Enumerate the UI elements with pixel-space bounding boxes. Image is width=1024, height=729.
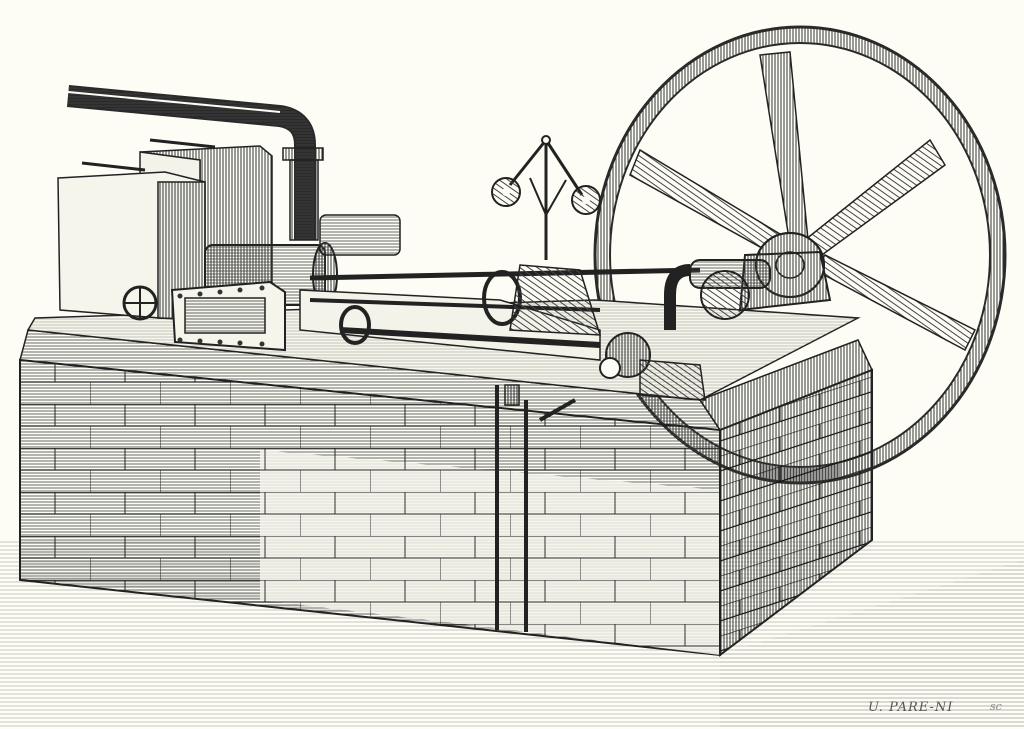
crankshaft-bearing bbox=[664, 250, 832, 330]
feed-pump bbox=[599, 332, 706, 401]
valve-chest bbox=[170, 280, 286, 352]
centrifugal-governor bbox=[491, 135, 601, 260]
signature-mark: sc bbox=[990, 700, 1002, 713]
artist-signature: U. PARE-NI bbox=[868, 700, 954, 715]
crosshead-slide bbox=[299, 264, 701, 361]
drain-pipes bbox=[495, 384, 576, 632]
exhaust-pipe bbox=[66, 85, 324, 241]
